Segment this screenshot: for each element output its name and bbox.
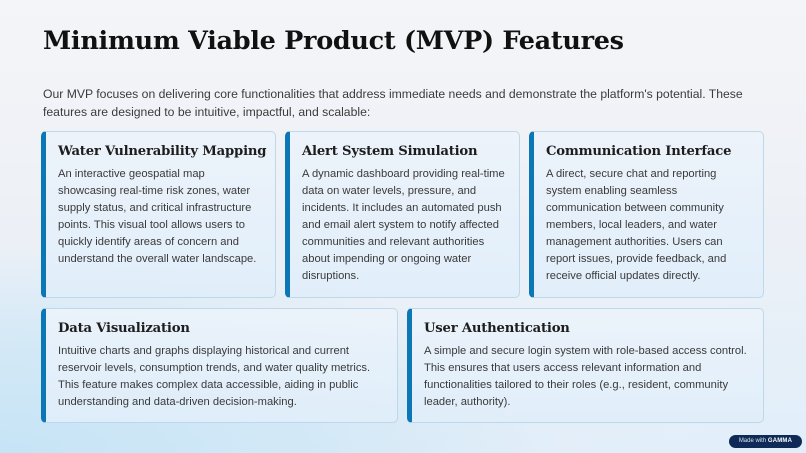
- feature-card-title: User Authentication: [424, 321, 570, 336]
- feature-card-description: A dynamic dashboard providing real-time …: [302, 168, 505, 282]
- feature-card-title: Data Visualization: [58, 321, 190, 336]
- feature-card-data-visualization: Data Visualization Intuitive charts and …: [41, 308, 398, 423]
- feature-card-alert-system-simulation: Alert System Simulation A dynamic dashbo…: [285, 131, 520, 298]
- feature-card-title: Communication Interface: [546, 144, 732, 159]
- feature-card-title: Water Vulnerability Mapping: [58, 144, 267, 159]
- page-title: Minimum Viable Product (MVP) Features: [43, 26, 624, 56]
- feature-card-description: A simple and secure login system with ro…: [424, 345, 747, 408]
- made-with-gamma-badge[interactable]: Made with GAMMA: [729, 435, 802, 448]
- feature-card-description: An interactive geospatial map showcasing…: [58, 168, 257, 265]
- feature-card-water-vulnerability-mapping: Water Vulnerability Mapping An interacti…: [41, 131, 276, 298]
- feature-card-title: Alert System Simulation: [302, 144, 478, 159]
- feature-card-user-authentication: User Authentication A simple and secure …: [407, 308, 764, 423]
- badge-prefix: Made with: [738, 438, 768, 444]
- feature-card-description: Intuitive charts and graphs displaying h…: [58, 345, 371, 408]
- gamma-logo-text: GAMMA: [767, 438, 793, 444]
- feature-card-description: A direct, secure chat and reporting syst…: [546, 168, 727, 282]
- feature-card-communication-interface: Communication Interface A direct, secure…: [529, 131, 764, 298]
- intro-paragraph: Our MVP focuses on delivering core funct…: [43, 87, 743, 119]
